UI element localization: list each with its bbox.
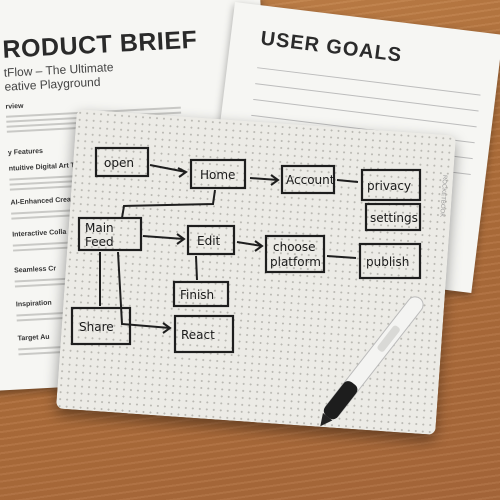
- node-react: React: [173, 314, 235, 354]
- node-main-feed-label-1: Main: [85, 221, 114, 235]
- node-choose-platform-box: [264, 234, 326, 274]
- arrow-choose-publish: [326, 255, 357, 259]
- arrow-home-account: [249, 177, 279, 181]
- arrow-open-home: [149, 164, 187, 173]
- node-open: open: [94, 146, 150, 178]
- node-publish-label: publish: [366, 255, 409, 269]
- node-account: Account: [280, 164, 336, 195]
- node-settings-box: [364, 202, 422, 232]
- node-main-feed-box: [77, 216, 143, 252]
- arrowhead: [270, 174, 280, 186]
- node-share-label: Share: [79, 320, 114, 334]
- node-finish: Finish: [172, 280, 230, 308]
- node-privacy-label: privacy: [367, 179, 411, 193]
- node-settings-label: settings: [370, 211, 418, 225]
- node-choose-platform: choose platform: [264, 234, 326, 274]
- pen-clip: [377, 325, 400, 352]
- node-publish: publish: [358, 242, 422, 280]
- node-home-label: Home: [200, 168, 235, 182]
- node-edit-label: Edit: [197, 234, 221, 248]
- arrow-mainfeed-edit: [142, 235, 185, 240]
- flow-arrows: [99, 164, 359, 334]
- node-share: Share: [70, 306, 132, 346]
- node-choose-label-1: choose: [273, 240, 316, 254]
- arrow-edit-finish: [195, 255, 198, 281]
- node-account-box: [280, 164, 336, 195]
- node-finish-box: [172, 280, 230, 308]
- node-open-box: [94, 146, 150, 178]
- arrowhead: [162, 322, 172, 334]
- arrowhead: [254, 240, 264, 252]
- marker-pen: [320, 296, 424, 427]
- node-share-box: [70, 306, 132, 346]
- node-edit-box: [186, 224, 236, 256]
- node-home-box: [189, 158, 247, 190]
- node-privacy-box: [360, 168, 422, 202]
- node-main-feed: Main Feed: [77, 216, 143, 252]
- node-account-label: Account: [286, 173, 335, 187]
- node-settings: settings: [364, 202, 422, 232]
- pen-cap: [323, 381, 358, 420]
- node-privacy: privacy: [360, 168, 422, 202]
- node-main-feed-label-2: Feed: [85, 235, 114, 249]
- node-finish-label: Finish: [180, 288, 214, 302]
- pen-tip: [320, 413, 333, 427]
- arrowhead: [176, 233, 186, 245]
- node-edit: Edit: [186, 224, 236, 256]
- arrowhead: [177, 167, 188, 178]
- node-open-label: open: [104, 156, 134, 170]
- arrow-mainfeed-react: [117, 251, 171, 329]
- node-react-box: [173, 314, 235, 354]
- arrow-home-mainfeed: [121, 189, 216, 219]
- node-react-label: React: [181, 328, 215, 342]
- node-publish-box: [358, 242, 422, 280]
- arrow-edit-choose: [236, 241, 263, 247]
- node-choose-label-2: platform: [270, 255, 321, 269]
- node-home: Home: [189, 158, 247, 190]
- arrow-account-privacy: [336, 179, 359, 183]
